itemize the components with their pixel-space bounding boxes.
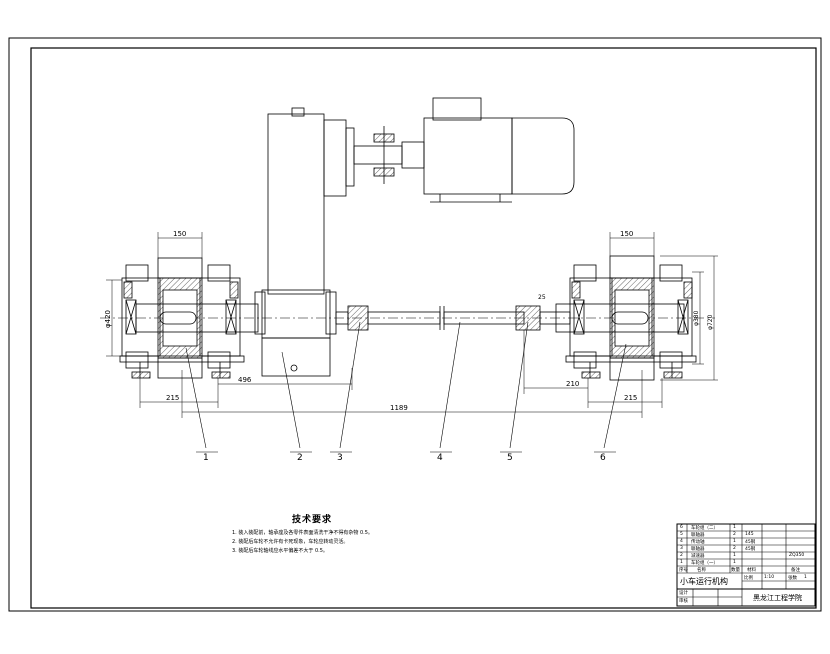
tb-checker-label: 审核: [679, 599, 688, 604]
tb-header-qty: 数量: [731, 568, 740, 573]
tb-row-mat: 145: [745, 532, 754, 537]
part-label-2: 2: [297, 453, 303, 463]
tb-row-name: 联轴器: [691, 533, 705, 538]
tb-row-no: 5: [680, 532, 683, 537]
tb-scale-label: 比例: [744, 576, 753, 581]
left-dimensions: [106, 232, 643, 418]
title-block: 6 车轮组（二） 1 5 联轴器 2 145 4 传动轴 1 45钢 3 联轴器…: [677, 524, 815, 606]
dim-left-dia: φ420: [104, 310, 112, 328]
technical-requirements: 技术要求 1. 装入装配前，轴承座及各零件表面清洗干净不得有杂物 0.5。 2.…: [232, 512, 652, 556]
tb-row-qty: 1: [733, 553, 736, 558]
part-label-4: 4: [437, 453, 443, 463]
dim-left-width: 150: [173, 230, 186, 238]
tb-row-note: ZQ350: [789, 553, 805, 558]
dim-right-dia-a: φ720: [707, 314, 714, 330]
tb-row-name: 传动轴: [691, 540, 705, 545]
dim-total-span: 1189: [390, 404, 408, 412]
tb-row-qty: 1: [733, 525, 736, 530]
dim-right-width: 150: [620, 230, 633, 238]
tb-row-no: 2: [680, 553, 683, 558]
dim-right-span: 215: [624, 394, 637, 402]
tech-item-1: 1. 装入装配前，轴承座及各零件表面清洗干净不得有杂物 0.5。: [232, 530, 373, 536]
tb-drawing-name: 小车运行机构: [680, 577, 728, 586]
outer-border: [8, 37, 822, 612]
part-label-3: 3: [337, 453, 343, 463]
part-label-6: 6: [600, 453, 606, 463]
tb-row-no: 1: [680, 560, 683, 565]
drive-shaft: [335, 305, 571, 331]
dim-left-span: 215: [166, 394, 179, 402]
dim-right-offset: 210: [566, 380, 579, 388]
left-wheel-assembly: [119, 257, 259, 379]
tb-row-mat: 45钢: [745, 540, 756, 545]
part-label-1: 1: [203, 453, 209, 463]
tb-header-no: 序号: [679, 568, 688, 573]
tb-sheet-label: 张数: [788, 576, 797, 581]
tb-header-note: 备注: [791, 568, 800, 573]
tech-item-2: 2. 装配后车轮不允许有卡死现象，车轮应转动灵活。: [232, 539, 349, 545]
tech-title: 技术要求: [292, 515, 333, 525]
tb-drawer-label: 设计: [679, 591, 688, 596]
tb-row-no: 6: [680, 525, 683, 530]
tb-school: 黑龙江工程学院: [753, 594, 802, 602]
tb-row-qty: 1: [733, 560, 736, 565]
tb-row-qty: 2: [733, 532, 736, 537]
tb-row-name: 联轴器: [691, 547, 705, 552]
tb-scale-value: 1:10: [764, 575, 775, 580]
tb-row-no: 4: [680, 539, 683, 544]
leader-lines: [185, 321, 627, 453]
right-wheel-assembly: [555, 255, 697, 381]
tb-row-qty: 2: [733, 546, 736, 551]
tb-row-qty: 1: [733, 539, 736, 544]
tb-row-name: 减速器: [691, 554, 705, 559]
tb-header-name: 名称: [697, 568, 706, 573]
dim-right-dia-b: φ380: [693, 310, 700, 326]
inner-border: [30, 47, 817, 609]
part-label-5: 5: [507, 453, 513, 463]
tb-header-mat: 材料: [747, 568, 756, 573]
tech-item-3: 3. 装配后车轮轴线应水平偏差不大于 0.5。: [232, 548, 328, 554]
dim-gearbox-offset: 496: [238, 376, 252, 384]
motor: [353, 97, 575, 203]
tb-row-name: 车轮组（一）: [691, 561, 718, 566]
tb-row-name: 车轮组（二）: [691, 526, 718, 531]
right-dimensions: [523, 232, 718, 408]
tb-row-no: 3: [680, 546, 683, 551]
gearbox: [254, 107, 355, 377]
tb-row-mat: 45钢: [745, 547, 756, 552]
dim-coupling: 25: [538, 294, 546, 301]
tb-sheet-value: 1: [804, 575, 807, 580]
title-block-grid: [676, 523, 816, 607]
